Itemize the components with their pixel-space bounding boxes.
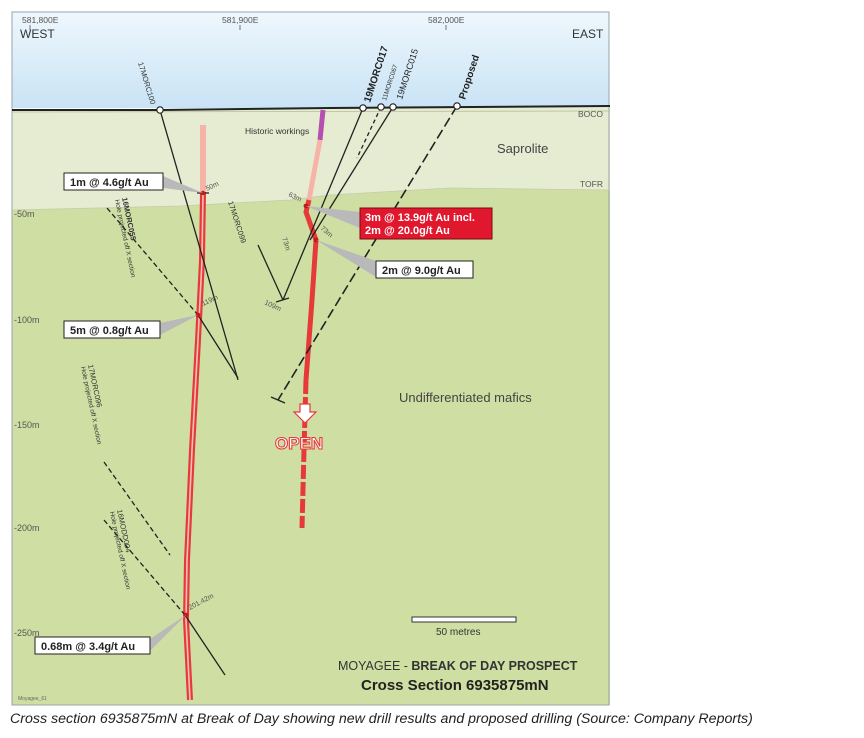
- intercept-label-2: 5m @ 0.8g/t Au: [70, 325, 149, 337]
- collar-19morc017: [359, 104, 367, 112]
- collar-17morc100: [156, 106, 164, 114]
- rl-label-100: -100m: [14, 315, 40, 325]
- collar-19morc015: [389, 103, 397, 111]
- drillhole-17morc099-trace: [282, 107, 364, 301]
- callout-leader-4: [306, 206, 360, 228]
- sky-band: [12, 12, 609, 108]
- historic-workings-label: Historic workings: [245, 126, 309, 136]
- callout-leader-1: [163, 176, 203, 193]
- boco-label: BOCO: [578, 109, 603, 119]
- historic-workings-shaft: [317, 109, 326, 141]
- collar-proposed: [453, 102, 461, 110]
- topographic-surface-line: [12, 105, 611, 111]
- east-label: EAST: [572, 27, 604, 41]
- section-subtitle: Cross Section 6935875mN: [361, 677, 549, 694]
- intercept-label-4a: 3m @ 13.9g/t Au incl.: [365, 212, 475, 224]
- open-arrow-icon: [292, 403, 318, 424]
- drillhole-19morc017-trace: [356, 106, 382, 159]
- scale-bar: [411, 616, 517, 623]
- drillhole-17morc099-west: [257, 244, 284, 301]
- drillhole-proposed-end: [270, 396, 286, 404]
- lode-east-oxide: [306, 139, 323, 201]
- west-label: WEST: [20, 27, 55, 41]
- mafics-layer: [12, 188, 610, 705]
- intercept-label-5: 2m @ 9.0g/t Au: [382, 265, 461, 277]
- drillhole-17morc096-trace: [103, 461, 171, 556]
- cross-section-diagram: 581,800E 581,900E 582,000E WEST EAST -50…: [11, 11, 611, 706]
- section-title: MOYAGEE - BREAK OF DAY PROSPECT: [338, 659, 578, 673]
- rl-label-200: -200m: [14, 523, 40, 533]
- rl-label-150: -150m: [14, 420, 40, 430]
- drillhole-16modd004-solid: [184, 614, 226, 676]
- callout-leader-2: [160, 315, 198, 335]
- boco-line: [11, 110, 611, 113]
- callout-box-1: [63, 172, 164, 191]
- saprolite-label: Saprolite: [497, 141, 548, 156]
- lode-east-extension: [299, 379, 309, 529]
- drillhole-16modd004-trace: [103, 519, 186, 616]
- drillhole-proposed-trace: [277, 105, 458, 401]
- mafics-label: Undifferentiated mafics: [399, 390, 532, 405]
- intercept-label-1: 1m @ 4.6g/t Au: [70, 177, 149, 189]
- callout-leader-5: [316, 240, 376, 277]
- depth-label-73m-a: 73m: [280, 236, 291, 251]
- easting-label-2: 581,900E: [222, 15, 259, 25]
- figure-caption: Cross section 6935875mN at Break of Day …: [10, 711, 753, 727]
- easting-label-3: 582,000E: [428, 15, 465, 25]
- lode-west-core: [185, 191, 204, 701]
- rl-label-250: -250m: [14, 628, 40, 638]
- rl-label-50: -50m: [14, 209, 35, 219]
- section-title-prefix: MOYAGEE -: [338, 659, 411, 673]
- callout-box-5: [375, 260, 474, 279]
- section-title-prospect: BREAK OF DAY PROSPECT: [411, 659, 577, 673]
- drillhole-19morc015-trace: [309, 106, 394, 241]
- collar-11morc067: [377, 103, 385, 111]
- frame-border: [11, 11, 610, 706]
- callout-leader-3: [150, 615, 186, 651]
- intercept-label-4b: 2m @ 20.0g/t Au: [365, 225, 450, 237]
- open-label: OPEN: [275, 434, 323, 453]
- callout-box-4: [359, 207, 493, 240]
- callout-box-3: [34, 636, 151, 655]
- corner-tag: Moyagee_61: [18, 696, 47, 702]
- callout-box-2: [63, 320, 161, 339]
- scale-label: 50 metres: [436, 627, 480, 638]
- easting-label-1: 581,800E: [22, 15, 59, 25]
- drillhole-17morc100-trace: [159, 109, 239, 381]
- intercept-label-3: 0.68m @ 3.4g/t Au: [41, 641, 135, 653]
- drillhole-16morc055-solid: [197, 314, 239, 379]
- tofr-label: TOFR: [580, 179, 603, 189]
